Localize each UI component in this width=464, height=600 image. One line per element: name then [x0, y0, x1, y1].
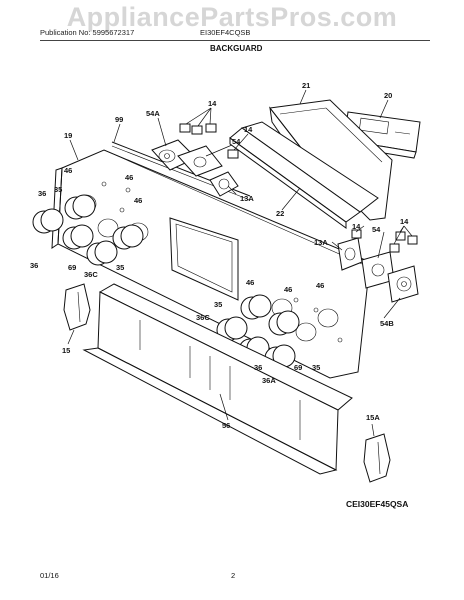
part-22-panel	[229, 121, 379, 229]
callout-99: 99	[115, 115, 123, 124]
part-13A-upper	[209, 171, 239, 197]
knobs-left	[32, 194, 144, 266]
part-54B	[387, 265, 419, 303]
callout-15: 15	[62, 346, 70, 355]
callout-54A: 54A	[146, 109, 160, 118]
part-14-clips-lower	[351, 229, 418, 253]
callout-14: 14	[400, 217, 409, 226]
drawing-code: CEI30EF45QSA	[346, 499, 409, 509]
section-title: BACKGUARD	[210, 44, 263, 53]
callout-54: 54	[372, 225, 381, 234]
callout-46: 46	[134, 196, 142, 205]
callout-46: 46	[284, 285, 292, 294]
callout-69: 69	[294, 363, 302, 372]
callouts: 14 14 54A 54 99 21 20 19 46 46 46 36 35 …	[30, 81, 409, 430]
watermark: AppliancePartsPros.com	[66, 2, 398, 32]
footer-date: 01/16	[40, 571, 59, 580]
callout-13A: 13A	[314, 238, 328, 247]
callout-14: 14	[352, 222, 361, 231]
page-number: 2	[231, 571, 236, 580]
callout-36C: 36C	[84, 270, 98, 279]
callout-35: 35	[116, 263, 124, 272]
part-56-trim	[82, 283, 353, 475]
part-14-clips-upper	[179, 123, 239, 159]
callout-35: 35	[214, 300, 222, 309]
publication-number: Publication No: 5995672317	[40, 28, 135, 37]
callout-36A: 36A	[262, 376, 276, 385]
callout-46: 46	[316, 281, 324, 290]
callout-14: 14	[244, 125, 253, 134]
callout-36: 36	[254, 363, 262, 372]
callout-54B: 54B	[380, 319, 394, 328]
leader-lines	[67, 89, 413, 437]
part-15-bracket	[63, 283, 91, 331]
callout-46: 46	[64, 166, 72, 175]
part-15A-bracket	[363, 433, 391, 483]
callout-13A: 13A	[240, 194, 254, 203]
callout-46: 46	[125, 173, 133, 182]
callout-21: 21	[302, 81, 310, 90]
model-number: EI30EF4CQSB	[200, 28, 251, 37]
callout-36C: 36C	[196, 313, 210, 322]
callout-22: 22	[276, 209, 284, 218]
callout-20: 20	[384, 91, 392, 100]
header-rule	[40, 40, 430, 41]
callout-36: 36	[38, 189, 46, 198]
callout-15A: 15A	[366, 413, 380, 422]
callout-36: 36	[30, 261, 38, 270]
callout-54: 54	[232, 137, 241, 146]
callout-46: 46	[246, 278, 254, 287]
part-54-upper	[177, 145, 223, 177]
callout-56: 56	[222, 421, 230, 430]
callout-35: 35	[312, 363, 320, 372]
callout-69: 69	[68, 263, 76, 272]
callout-35: 35	[54, 185, 62, 194]
callout-14: 14	[208, 99, 217, 108]
callout-19: 19	[64, 131, 72, 140]
